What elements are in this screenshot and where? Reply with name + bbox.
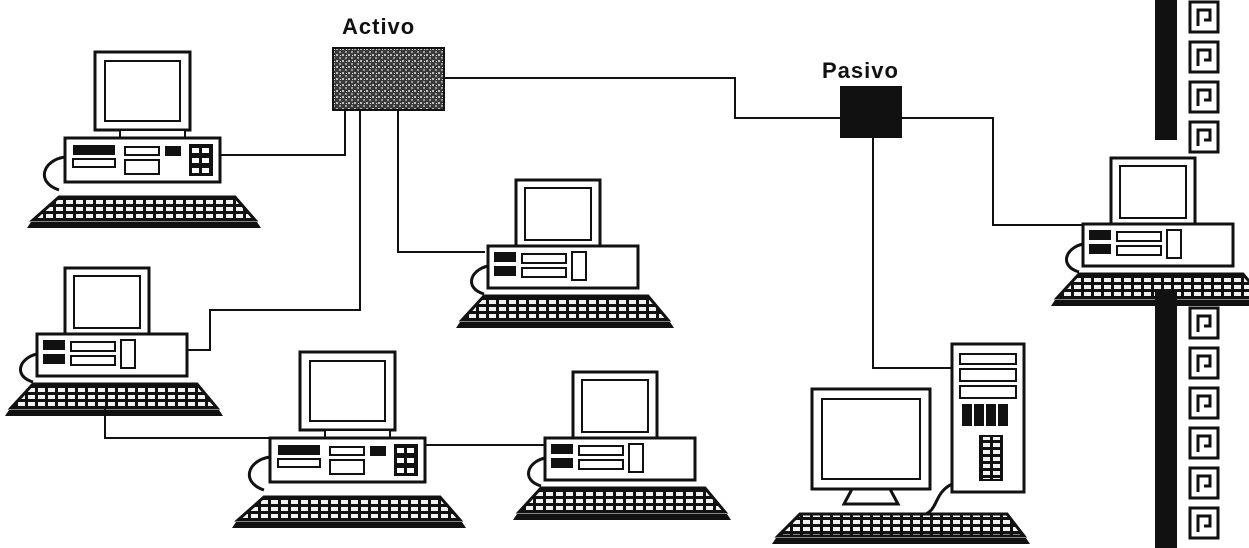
wall-outlet-icon — [1188, 40, 1220, 74]
wall-outlet-icon — [1188, 426, 1220, 460]
wall-outlet-icon — [1188, 120, 1220, 154]
cable-pc2-active-hub — [170, 110, 361, 351]
wall-outlet-icon — [1188, 0, 1220, 34]
tower-computer-icon — [770, 342, 1032, 546]
cable-active-to-passive-hub — [444, 77, 840, 119]
wall-cable-bar-lower — [1155, 290, 1177, 548]
workstation-wall — [1049, 156, 1249, 308]
cable-pc3-active-hub — [397, 110, 485, 253]
cable-pc1-active-hub — [212, 110, 346, 156]
active-hub-label: Activo — [342, 14, 416, 39]
desktop-computer-icon — [230, 350, 468, 530]
cable-passive-hub-to-wall-pc — [902, 117, 1090, 226]
desktop-computer-icon — [454, 178, 676, 330]
wall-outlet-icon — [1188, 466, 1220, 500]
passive-hub — [840, 86, 902, 138]
workstation-1 — [25, 50, 263, 230]
wall-outlet-icon — [1188, 306, 1220, 340]
wall-cable-bar — [1155, 0, 1177, 140]
workstation-2 — [3, 266, 225, 418]
wall-outlet-icon — [1188, 346, 1220, 380]
workstation-3 — [454, 178, 676, 330]
desktop-computer-icon — [25, 50, 263, 230]
cable-passive-hub-to-tower — [872, 138, 955, 369]
workstation-tower — [770, 342, 1032, 546]
desktop-computer-icon — [511, 370, 733, 522]
passive-hub-label: Pasivo — [822, 58, 899, 83]
workstation-5 — [511, 370, 733, 522]
desktop-computer-icon — [3, 266, 225, 418]
wall-outlet-icon — [1188, 506, 1220, 540]
wall-strip — [1155, 0, 1220, 548]
wall-outlet-icon — [1188, 386, 1220, 420]
workstation-4 — [230, 350, 468, 530]
desktop-computer-icon — [1049, 156, 1249, 308]
wall-outlet-icon — [1188, 80, 1220, 114]
active-hub — [332, 47, 445, 111]
